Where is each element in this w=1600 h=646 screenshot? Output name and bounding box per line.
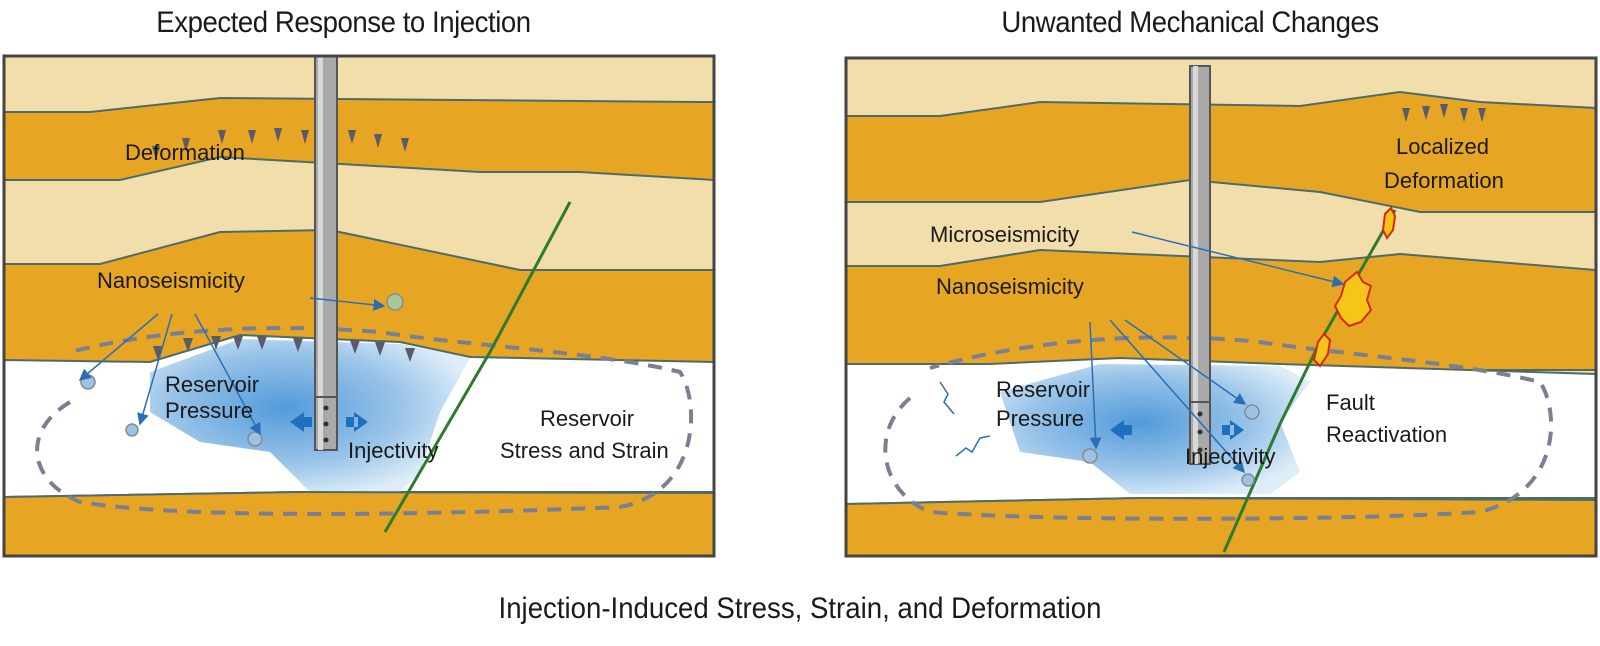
pressure-arrow-left-icon [290,412,312,432]
nanoseismicity-leaders [78,297,386,436]
panel-title-unwanted: Unwanted Mechanical Changes [1001,6,1379,39]
perforation-hole [1197,429,1203,435]
label-deformation: Deformation [125,140,245,165]
nanoseismic-events [1082,404,1260,487]
panel-expected-response: Deformation Nanoseismicity Reservoir Pre… [2,54,716,558]
label-reservoir-pressure-2: Pressure [996,406,1084,431]
seismicity-leaders [1089,231,1345,474]
upper-strata-layer [3,96,715,182]
label-nanoseismicity: Nanoseismicity [97,268,245,293]
label-localized-2: Deformation [1384,168,1504,193]
figure-caption: Injection-Induced Stress, Strain, and De… [498,592,1102,625]
pressure-arrow-left-icon [1110,420,1132,440]
perforation-hole [323,405,329,411]
localized-deformation-arrows [1402,104,1486,122]
well-highlight [318,56,323,450]
pressure-arrow-right-icon [1222,420,1244,440]
pressure-arrow-right-icon [346,412,368,432]
label-microseismicity: Microseismicity [930,222,1079,247]
label-reservoir-pressure-1: Reservoir [996,377,1090,402]
label-nanoseismicity: Nanoseismicity [936,274,1084,299]
base-layer [3,490,715,557]
pressure-plume [1000,364,1310,494]
fracture-trace [939,381,955,415]
label-fault-1: Fault [1326,390,1375,415]
perforation-hole [1197,447,1203,453]
label-reservoir-pressure-1: Reservoir [165,372,259,397]
perforation-hole [1197,411,1203,417]
base-layer [845,496,1597,557]
label-fault-2: Reactivation [1326,422,1447,447]
panel-unwanted-changes: Localized Deformation Microseismicity Na… [844,56,1598,558]
caprock-layer [845,248,1597,371]
perforation-hole [323,437,329,443]
well-highlight [1193,66,1198,464]
label-stress-strain-1: Reservoir [540,406,634,431]
label-localized-1: Localized [1396,134,1489,159]
perforation-hole [323,421,329,427]
uplift-arrows [153,336,415,362]
fault-line [383,201,572,533]
fracture-trace [955,435,991,457]
label-injectivity: Injectivity [348,438,438,463]
label-injectivity: Injectivity [1185,444,1275,469]
panel-title-expected: Expected Response to Injection [156,6,531,39]
deformation-arrows [152,128,409,160]
label-stress-strain-2: Stress and Strain [500,438,669,463]
panel-frame [844,56,1598,558]
panel-frame [2,54,716,558]
label-reservoir-pressure-2: Pressure [165,398,253,423]
